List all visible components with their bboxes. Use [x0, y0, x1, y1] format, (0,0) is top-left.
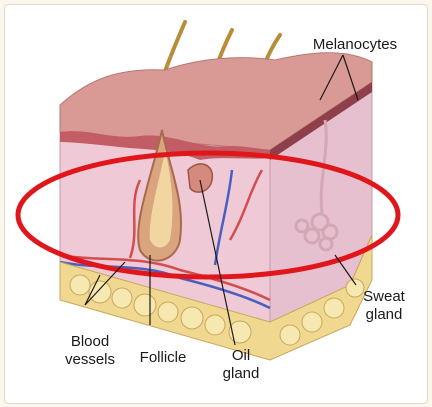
- oil-gland-shape: [188, 164, 212, 192]
- label-follicle: Follicle: [128, 349, 198, 367]
- label-sweat-gland: Sweat gland: [354, 288, 414, 324]
- label-melanocytes: Melanocytes: [300, 36, 410, 54]
- label-oil-gland: Oil gland: [216, 347, 266, 383]
- label-blood-vessels: Blood vessels: [55, 333, 125, 369]
